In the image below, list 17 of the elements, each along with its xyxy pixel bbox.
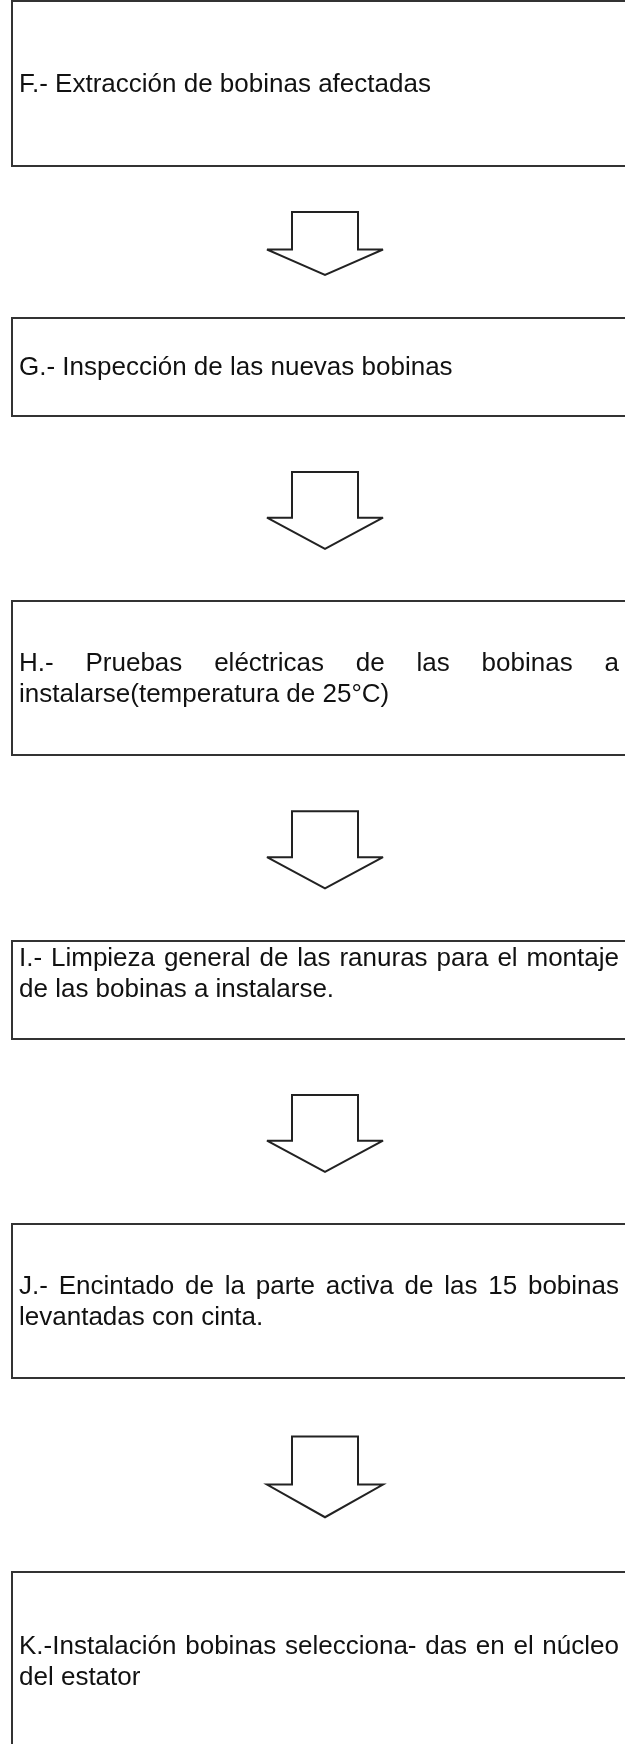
block-arrow	[266, 211, 384, 277]
step-text: K.-Instalación bobinas selecciona- das en el núcleo del estator	[19, 1629, 619, 1693]
process-box	[11, 940, 625, 1040]
block-arrow	[266, 470, 384, 550]
step-text: J.- Encintado de la parte activa de las 15 bobinas levantadas con cinta.	[19, 1269, 619, 1333]
process-box	[11, 1571, 625, 1744]
block-arrow	[266, 1093, 384, 1173]
process-box	[11, 600, 625, 756]
step-text: F.- Extracción de bobinas afectadas	[19, 67, 432, 100]
process-box	[11, 1223, 625, 1379]
process-box	[11, 317, 625, 417]
process-box	[11, 0, 625, 167]
block-arrow	[266, 810, 384, 890]
block-arrow	[263, 1435, 387, 1519]
step-text: I.- Limpieza general de las ranuras para el montaje de las bobinas a instalarse.	[19, 942, 619, 1005]
step-text: H.- Pruebas eléctricas de las bobinas a instalarse(temperatura de 25°C)	[19, 646, 619, 710]
step-text: G.- Inspección de las nuevas bobinas	[19, 351, 454, 383]
